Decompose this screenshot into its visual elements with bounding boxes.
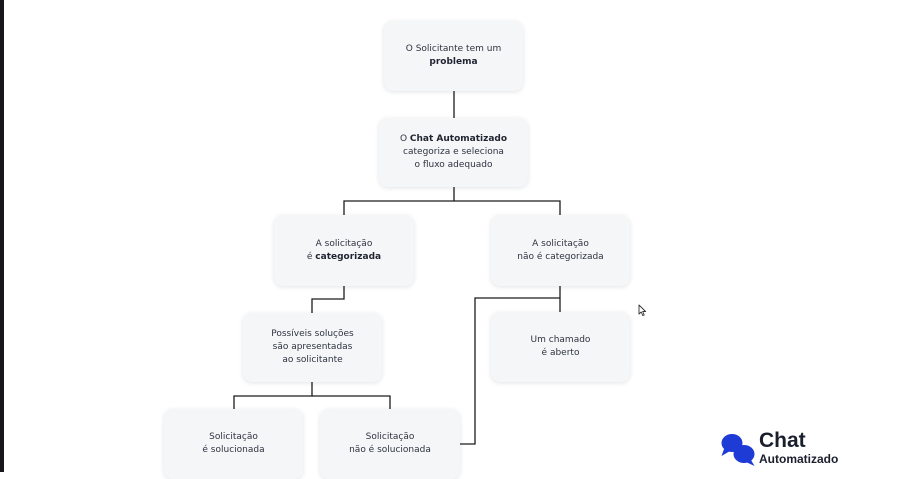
- node-solutions-line2: são apresentadas: [272, 342, 353, 352]
- node-ticket-opened: Um chamado é aberto: [491, 312, 630, 382]
- connector-categorized-to-solutions: [311, 286, 345, 313]
- node-start-line1: O Solicitante tem um: [405, 44, 502, 54]
- node-chat-line1-bold: Chat Automatizado: [409, 134, 508, 144]
- node-categorized-line2-prefix: é: [306, 251, 316, 262]
- mouse-pointer-icon: [638, 304, 647, 317]
- node-ticket-line1: Um chamado: [530, 335, 591, 345]
- node-solved-line1: Solicitação: [209, 432, 258, 442]
- node-not-categorized-line1: A solicitação: [532, 238, 589, 249]
- node-ticket-line2: é aberto: [541, 348, 580, 358]
- node-solved: Solicitação é solucionada: [164, 409, 303, 479]
- connector-not-solved-to-ticket: [460, 297, 560, 445]
- node-chat-classify: O Chat Automatizado categoriza e selecio…: [379, 118, 528, 187]
- node-categorized: A solicitação é categorizada: [274, 215, 414, 286]
- node-solutions-line3: ao solicitante: [282, 355, 343, 365]
- node-categorized-line2-bold: categorizada: [315, 251, 382, 262]
- node-chat-line1-prefix: O: [399, 134, 410, 144]
- logo-title: Chat: [759, 429, 806, 452]
- node-solutions: Possíveis soluções são apresentadas ao s…: [243, 313, 382, 382]
- node-solved-line2: é solucionada: [202, 445, 265, 455]
- chat-bubbles-icon: [721, 434, 755, 466]
- connector-chat-split: [343, 187, 455, 215]
- node-not-solved-line1: Solicitação: [365, 432, 415, 442]
- node-chat-line1: O Chat Automatizado: [400, 133, 507, 146]
- connector-solutions-to-not-solved: [312, 395, 391, 409]
- left-window-edge: [0, 0, 4, 472]
- node-not-categorized-line2: não é categorizada: [517, 251, 604, 262]
- connector-chat-to-not-categorized: [454, 200, 561, 215]
- chat-automatizado-logo: Chat Automatizado: [720, 430, 880, 470]
- node-not-solved-line2: não é solucionada: [349, 445, 431, 455]
- logo-subtitle: Automatizado: [759, 452, 839, 466]
- connector-solutions-split: [233, 382, 313, 409]
- node-solutions-line1: Possíveis soluções: [271, 329, 354, 339]
- node-categorized-line2: é categorizada: [307, 251, 381, 264]
- node-categorized-line1: A solicitação: [315, 238, 373, 249]
- node-not-categorized: A solicitação não é categorizada: [491, 215, 630, 286]
- node-not-solved: Solicitação não é solucionada: [320, 409, 460, 479]
- node-start-problem: O Solicitante tem um problema: [384, 21, 523, 91]
- node-start-line2: problema: [429, 57, 478, 67]
- node-chat-line2: categoriza e seleciona: [403, 147, 504, 157]
- node-chat-line3: o fluxo adequado: [414, 160, 493, 170]
